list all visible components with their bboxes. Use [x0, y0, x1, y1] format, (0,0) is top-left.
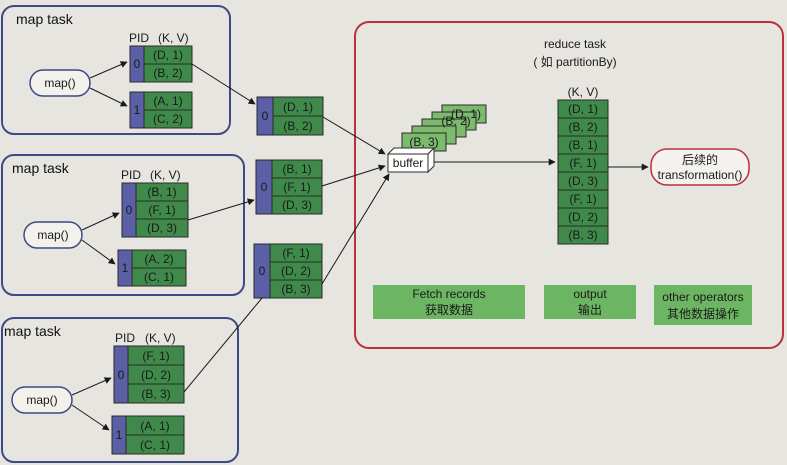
- partition-block: 1 (A, 1) (C, 1): [111, 415, 185, 455]
- record: (B, 2): [153, 66, 182, 80]
- record: (D, 3): [568, 174, 598, 188]
- output-header-kv: (K, V): [568, 85, 599, 99]
- svg-text:Fetch records: Fetch records: [412, 287, 485, 301]
- partition-id: 1: [116, 428, 123, 442]
- reduce-task-frame: [354, 21, 784, 349]
- map-function-label: map(): [44, 76, 75, 90]
- map-task-frame: [1, 317, 239, 463]
- header-pid: PID: [121, 168, 141, 182]
- record: (B, 1): [568, 138, 597, 152]
- record: (D, 3): [282, 198, 312, 212]
- map-task-frame: [1, 5, 231, 135]
- header-kv: (K, V): [150, 168, 181, 182]
- header-kv: (K, V): [145, 331, 176, 345]
- map-function-box: [23, 221, 83, 249]
- record: (D, 2): [568, 210, 598, 224]
- map-function-label: map(): [26, 393, 57, 407]
- map-task-title: map task: [12, 160, 70, 176]
- record: (B, 2): [441, 114, 470, 128]
- record: (D, 1): [568, 102, 598, 116]
- map-task-1: map task map() PID (K, V) 0 (D, 1) (B, 2…: [1, 5, 231, 135]
- partition-id: 0: [118, 368, 125, 382]
- record: (A, 1): [153, 94, 182, 108]
- svg-text:输出: 输出: [578, 302, 602, 317]
- record: (F, 1): [282, 246, 309, 260]
- reduce-task-subtitle: ( 如 partitionBy): [533, 54, 616, 69]
- partition-id: 1: [134, 103, 141, 117]
- shuffle-block-1: 0 (D, 1) (B, 2): [256, 96, 324, 136]
- partition-id: 0: [134, 57, 141, 71]
- record: (A, 1): [140, 419, 169, 433]
- map-task-frame: [1, 154, 245, 296]
- record: (F, 1): [283, 180, 310, 194]
- partition-id: 0: [259, 264, 266, 278]
- record: (B, 3): [141, 387, 170, 401]
- partition-block: 0 (F, 1) (D, 2) (B, 3): [113, 345, 185, 404]
- record: (F, 1): [569, 156, 596, 170]
- partition-id: 0: [126, 203, 133, 217]
- map-task-title: map task: [4, 323, 62, 339]
- partition-id: 0: [262, 109, 269, 123]
- record: (B, 1): [147, 185, 176, 199]
- partition-block: 1 (A, 1) (C, 2): [129, 91, 193, 129]
- record: (F, 1): [148, 203, 175, 217]
- record: (C, 1): [144, 270, 174, 284]
- header-kv: (K, V): [158, 31, 189, 45]
- record: (D, 2): [281, 264, 311, 278]
- legend-output: output 输出: [544, 285, 636, 319]
- svg-text:其他数据操作: 其他数据操作: [667, 306, 739, 321]
- record: (B, 3): [568, 228, 597, 242]
- next-transformation-line2: transformation(): [658, 168, 743, 182]
- record: (F, 1): [142, 349, 169, 363]
- partition-block: 1 (A, 2) (C, 1): [117, 249, 187, 287]
- buffer: buffer: [386, 146, 436, 174]
- record: (B, 2): [283, 119, 312, 133]
- record: (C, 1): [140, 438, 170, 452]
- reduce-task-title: reduce task: [544, 37, 607, 51]
- reduce-task: reduce task ( 如 partitionBy) (D, 1) (B, …: [354, 21, 784, 349]
- map-task-title: map task: [16, 11, 74, 27]
- partition-id: 0: [261, 180, 268, 194]
- fetched-records-stack: (D, 1) (B, 2) (B, 3): [401, 104, 487, 152]
- record: (A, 2): [144, 252, 173, 266]
- record: (D, 1): [153, 48, 183, 62]
- record: (C, 2): [153, 112, 183, 126]
- map-function-box: [11, 386, 73, 414]
- legend-other-operators: other operators 其他数据操作: [654, 285, 752, 325]
- record: (B, 1): [282, 162, 311, 176]
- svg-text:other operators: other operators: [662, 290, 743, 304]
- buffer-label: buffer: [393, 156, 423, 170]
- record: (B, 3): [409, 135, 438, 149]
- map-function-label: map(): [37, 228, 68, 242]
- header-pid: PID: [129, 31, 149, 45]
- legend-fetch-records: Fetch records 获取数据: [373, 285, 525, 319]
- next-transformation: 后续的 transformation(): [650, 148, 750, 186]
- header-pid: PID: [115, 331, 135, 345]
- shuffle-block-3: 0 (F, 1) (D, 2) (B, 3): [253, 243, 323, 299]
- map-task-2: map task map() PID (K, V) 0 (B, 1) (F, 1…: [1, 154, 245, 296]
- record: (D, 3): [147, 221, 177, 235]
- record: (D, 2): [141, 368, 171, 382]
- record: (B, 3): [281, 282, 310, 296]
- record: (B, 2): [568, 120, 597, 134]
- partition-block: 0 (D, 1) (B, 2): [129, 45, 193, 83]
- output-records: (D, 1) (B, 2) (B, 1) (F, 1) (D, 3) (F, 1…: [557, 99, 609, 245]
- record: (D, 1): [283, 100, 313, 114]
- record: (F, 1): [569, 192, 596, 206]
- shuffle-block-2: 0 (B, 1) (F, 1) (D, 3): [255, 159, 323, 215]
- map-function-box: [29, 69, 91, 97]
- partition-id: 1: [122, 261, 129, 275]
- svg-text:output: output: [573, 287, 607, 301]
- svg-text:获取数据: 获取数据: [425, 302, 473, 317]
- map-task-3: map task map() PID (K, V) 0 (F, 1) (D, 2…: [1, 317, 239, 463]
- partition-block: 0 (B, 1) (F, 1) (D, 3): [121, 182, 189, 238]
- record: (D, 1): [451, 107, 481, 121]
- next-transformation-line1: 后续的: [682, 152, 718, 167]
